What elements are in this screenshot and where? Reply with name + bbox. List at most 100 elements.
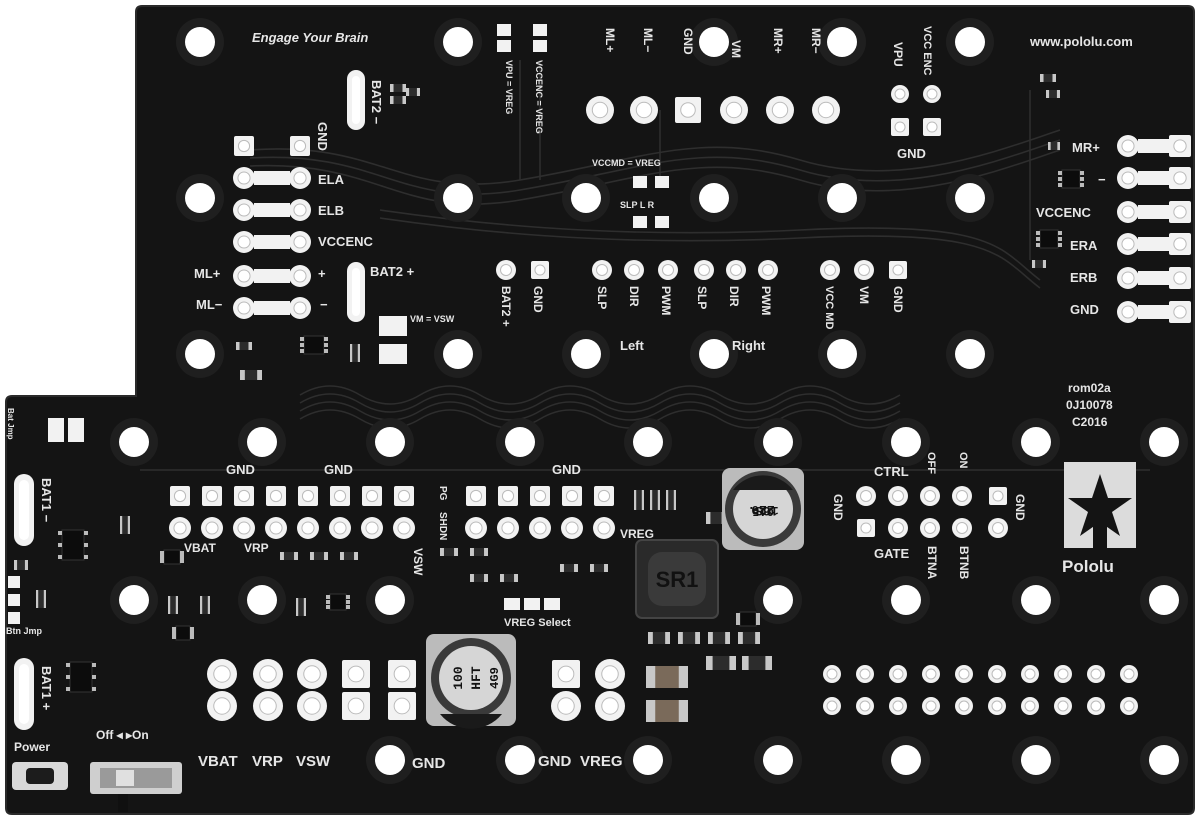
mounting-hole	[1021, 585, 1051, 615]
label-right: Right	[732, 338, 766, 353]
mounting-hole	[827, 183, 857, 213]
smd-body	[1048, 142, 1060, 150]
pad-hole	[860, 490, 872, 502]
label-gnd-top-right: GND	[897, 146, 926, 161]
label-dir-left: DIR	[627, 286, 641, 307]
jumper-pad	[8, 576, 20, 588]
ic-pin	[736, 621, 740, 625]
ic-pin	[300, 337, 304, 341]
label-vpu: VPU	[891, 42, 905, 67]
label-gnd-bottom-1: GND	[226, 462, 255, 477]
pad-bridge	[1138, 139, 1170, 153]
label-mr-minus: −	[1098, 172, 1106, 187]
smd-components	[14, 74, 1084, 722]
pad-hole	[1121, 237, 1135, 251]
smd-terminal	[200, 596, 203, 614]
pad-hole	[533, 521, 547, 535]
pad-hole	[596, 264, 608, 276]
pad-hole	[293, 235, 307, 249]
jumper-pad	[8, 612, 20, 624]
label-top-ml-minus: ML−	[641, 28, 655, 52]
jumper-pad	[544, 598, 560, 610]
pad-hole	[213, 665, 231, 683]
smd-body	[14, 560, 28, 570]
mounting-hole	[505, 745, 535, 775]
tagline: Engage Your Brain	[252, 30, 368, 45]
ic-pin	[300, 343, 304, 347]
power-button[interactable]	[12, 762, 68, 790]
pad-hole	[333, 521, 347, 535]
pad-hole	[1090, 700, 1102, 712]
pad-bridge	[254, 235, 290, 249]
smd-body	[678, 632, 700, 644]
label-top-mr-plus: MR+	[771, 28, 785, 54]
label-vreg-mid: VREG	[620, 527, 654, 541]
smd-body	[1032, 260, 1046, 268]
pad-hole	[347, 697, 365, 715]
smd-terminal	[678, 632, 683, 644]
pad-hole	[1173, 139, 1187, 153]
smd-body	[742, 656, 772, 670]
mounting-holes	[110, 18, 1188, 784]
mounting-hole	[955, 27, 985, 57]
label-mr-plus: MR+	[1072, 140, 1100, 155]
smd-body	[470, 574, 488, 582]
pad-hole	[597, 521, 611, 535]
ic-pin	[172, 635, 176, 639]
label-bat2-minus: BAT2 −	[369, 80, 384, 125]
mounting-hole	[633, 427, 663, 457]
label-slp-l-r: SLP L R	[620, 200, 655, 210]
pad-hole	[1173, 237, 1187, 251]
pad-hole	[926, 88, 938, 100]
label-bat2-plus: BAT2 +	[370, 264, 415, 279]
pad-hole	[892, 264, 904, 276]
pad-hole	[859, 668, 871, 680]
pad-hole	[365, 521, 379, 535]
label-slp-right: SLP	[695, 286, 709, 309]
pad-hole	[601, 665, 619, 683]
pad-hole	[303, 697, 321, 715]
smd-body	[200, 596, 210, 614]
smd-body	[168, 596, 178, 614]
pad-hole	[237, 139, 251, 153]
label-btna: BTNA	[925, 546, 939, 580]
smd-body	[296, 598, 306, 616]
label-ctrl: CTRL	[874, 464, 909, 479]
pad-hole	[1121, 171, 1135, 185]
mounting-hole	[763, 745, 793, 775]
ic-pin	[326, 605, 330, 609]
smd-terminal	[390, 96, 394, 104]
smd-terminal	[470, 548, 474, 556]
smd-terminal	[500, 574, 504, 582]
mounting-hole	[443, 339, 473, 369]
label-erb: ERB	[1070, 270, 1097, 285]
ic-pin	[346, 595, 350, 599]
label-pg: PG	[437, 486, 448, 501]
pad-hole	[858, 264, 870, 276]
pad-bridge	[254, 301, 290, 315]
label-bat1-minus: BAT1 −	[39, 478, 54, 523]
pad-hole	[557, 697, 575, 715]
mounting-hole	[763, 427, 793, 457]
label-off: OFF	[925, 452, 937, 474]
label-pwm-left: PWM	[659, 286, 673, 315]
smd-terminal	[303, 598, 306, 616]
label-vcc-md: VCC MD	[823, 286, 835, 329]
pad-hole	[892, 668, 904, 680]
smd-terminal	[454, 548, 458, 556]
pad-hole	[1123, 668, 1135, 680]
label-btnb: BTNB	[957, 546, 971, 580]
label-gnd-bottom-3: GND	[552, 462, 581, 477]
jumper-pad	[655, 216, 669, 228]
ic-pin	[190, 627, 194, 631]
pad-hole	[771, 101, 789, 119]
smd-terminal	[236, 342, 240, 350]
slot-hole	[19, 664, 29, 724]
smd-terminal	[406, 88, 410, 96]
power-slide-switch[interactable]	[90, 762, 182, 812]
label-gate: GATE	[874, 546, 909, 561]
ic-pin	[324, 343, 328, 347]
pad-hole	[1024, 668, 1036, 680]
mounting-hole	[763, 585, 793, 615]
